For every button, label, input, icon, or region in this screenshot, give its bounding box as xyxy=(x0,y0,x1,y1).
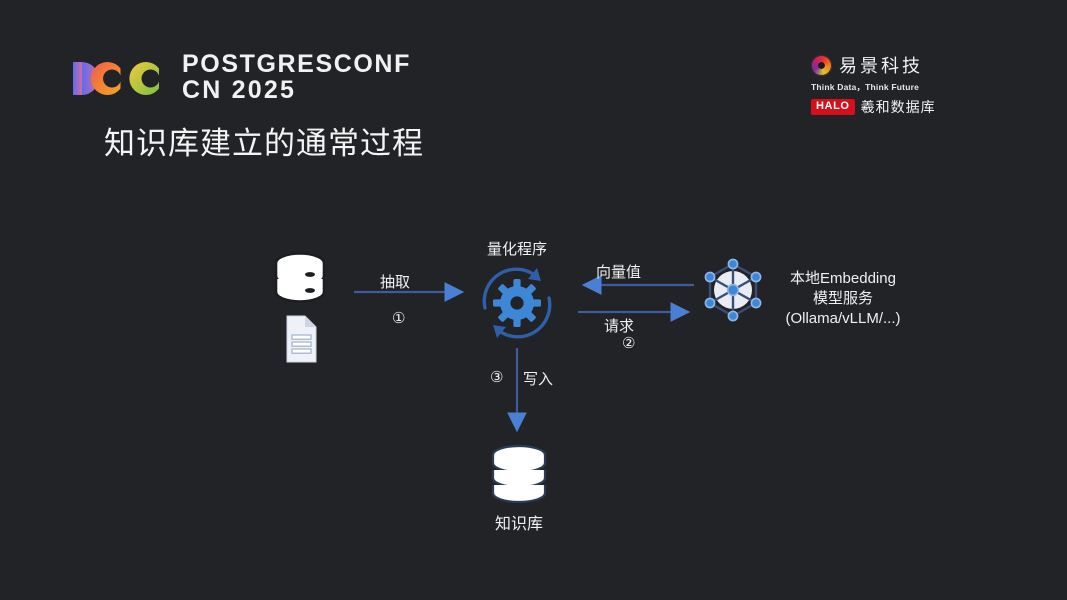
gear-refresh-icon xyxy=(475,264,559,342)
edge-step-request: ② xyxy=(622,335,636,352)
conference-name-line2: CN 2025 xyxy=(182,75,297,104)
edge-label-write: 写入 xyxy=(523,371,554,388)
source-database-node xyxy=(272,250,328,306)
page-title: 知识库建立的通常过程 xyxy=(104,126,424,161)
edge-label-vector-value: 向量值 xyxy=(596,264,642,281)
embedding-label-line2: 模型服务 xyxy=(812,289,873,307)
knowledge-base-label: 知识库 xyxy=(494,516,543,533)
edge-step-write: ③ xyxy=(490,369,504,386)
embedding-service-node xyxy=(700,258,766,322)
brand-company-name: 易景科技 xyxy=(839,56,923,76)
source-document-node xyxy=(276,314,322,364)
knowledge-base-node xyxy=(488,444,550,506)
edge-label-request: 请求 xyxy=(604,318,635,335)
conference-logo-text: PostgresConf CN 2025 xyxy=(182,50,411,104)
brand-logo: 易景科技 Think Data，Think Future HALO 羲和数据库 xyxy=(811,52,935,117)
halo-badge: HALO xyxy=(811,99,855,115)
edge-label-extract: 抽取 xyxy=(380,274,411,291)
database-stack-icon xyxy=(491,444,547,504)
embedding-service-label: 本地Embedding 模型服务 (Ollama/vLLM/...) xyxy=(771,269,915,329)
yijing-swirl-logo-icon xyxy=(811,54,832,76)
halo-product-name: 羲和数据库 xyxy=(860,99,936,115)
database-icon xyxy=(274,252,326,303)
brand-tagline: Think Data，Think Future xyxy=(811,82,920,92)
quantizer-label: 量化程序 xyxy=(486,241,548,258)
embedding-label-line1: 本地Embedding xyxy=(790,270,896,287)
network-node-icon xyxy=(704,258,762,322)
conference-name-line1: PostgresConf xyxy=(182,50,411,78)
brand-product-row: HALO 羲和数据库 xyxy=(811,97,935,117)
embedding-label-line3: (Ollama/vLLM/...) xyxy=(785,309,901,327)
document-icon xyxy=(286,315,317,363)
quantizer-node: 量化程序 xyxy=(475,240,559,342)
edge-step-extract: ① xyxy=(392,310,406,327)
conference-logo: PostgresConf CN 2025 xyxy=(72,50,411,104)
brand-company-row: 易景科技 xyxy=(811,52,921,78)
pcc-logo-mark xyxy=(72,58,170,98)
